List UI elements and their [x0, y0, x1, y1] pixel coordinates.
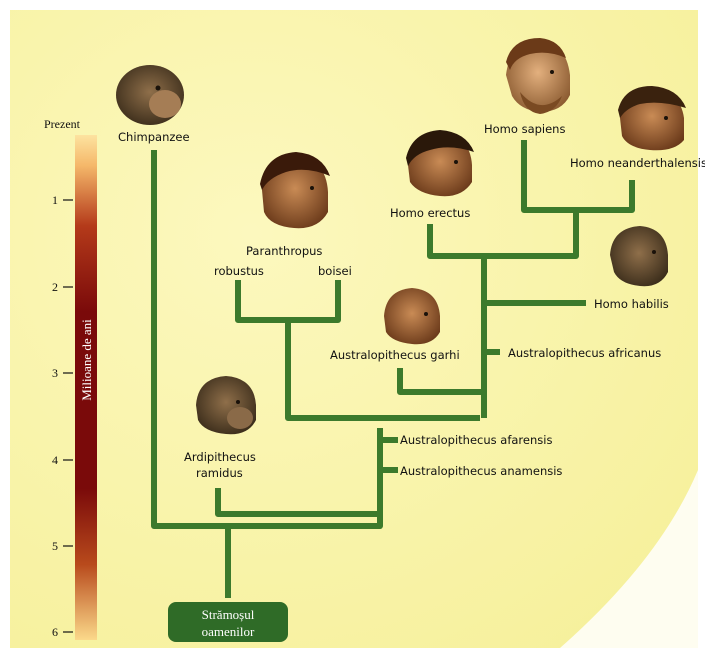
ardipithecus-head-illustration — [196, 376, 256, 435]
tick-label: 5 — [52, 539, 58, 553]
label-australopithecus-garhi: Australopithecus garhi — [330, 348, 460, 362]
time-axis-bar — [75, 135, 97, 640]
root-box — [168, 602, 288, 642]
chimpanzee-head-illustration — [116, 65, 184, 125]
tick-label: 2 — [52, 280, 58, 294]
ardipithecus-branch — [215, 488, 380, 517]
label-australopithecus-africanus: Australopithecus africanus — [508, 346, 661, 360]
tick-label: 3 — [52, 366, 58, 380]
axis-top-label: Prezent — [44, 117, 81, 131]
label-australopithecus-anamensis: Australopithecus anamensis — [400, 464, 562, 478]
label-australopithecus-afarensis: Australopithecus afarensis — [400, 433, 552, 447]
homo-habilis-head-illustration — [610, 226, 668, 287]
species-labels: Chimpanzee Homo sapiens Homo neanderthal… — [118, 122, 705, 480]
axis-title: Milioane de ani — [79, 319, 94, 401]
axis-ticks: 1 2 3 4 5 6 — [52, 193, 73, 639]
label-ramidus: ramidus — [196, 466, 243, 480]
afarensis-node — [285, 322, 480, 421]
tick-label: 4 — [52, 453, 58, 467]
paranthropus-head-illustration — [260, 152, 330, 229]
label-robustus: robustus — [214, 264, 264, 278]
australopithecus-garhi-head-illustration — [384, 288, 440, 345]
root-ancestor-box: Strămoșul oamenilor — [168, 602, 288, 642]
label-homo-erectus: Homo erectus — [390, 206, 470, 220]
label-homo-neanderthalensis: Homo neanderthalensis — [570, 156, 705, 170]
tick-label: 6 — [52, 625, 58, 639]
label-paranthropus: Paranthropus — [246, 244, 322, 258]
paranthropus-branch — [235, 280, 341, 323]
root-label-line2: oamenilor — [202, 624, 255, 639]
root-label-line1: Strămoșul — [202, 607, 255, 622]
label-boisei: boisei — [318, 264, 352, 278]
chimp-human-split — [151, 150, 383, 529]
garhi-branch — [397, 368, 484, 395]
label-ardipithecus: Ardipithecus — [184, 450, 256, 464]
label-homo-sapiens: Homo sapiens — [484, 122, 565, 136]
homo-neanderthalensis-head-illustration — [618, 86, 686, 151]
homo-erectus-head-illustration — [406, 130, 474, 197]
corner-highlight — [560, 470, 698, 648]
diagram-background — [10, 10, 698, 648]
erectus-branch — [427, 210, 579, 259]
homo-sapiens-head-illustration — [506, 38, 570, 114]
tick-label: 1 — [52, 193, 58, 207]
phylogenetic-tree — [151, 140, 635, 598]
label-homo-habilis: Homo habilis — [594, 297, 669, 311]
sapiens-neanderthal-branch — [521, 140, 635, 213]
label-chimpanzee: Chimpanzee — [118, 130, 190, 144]
